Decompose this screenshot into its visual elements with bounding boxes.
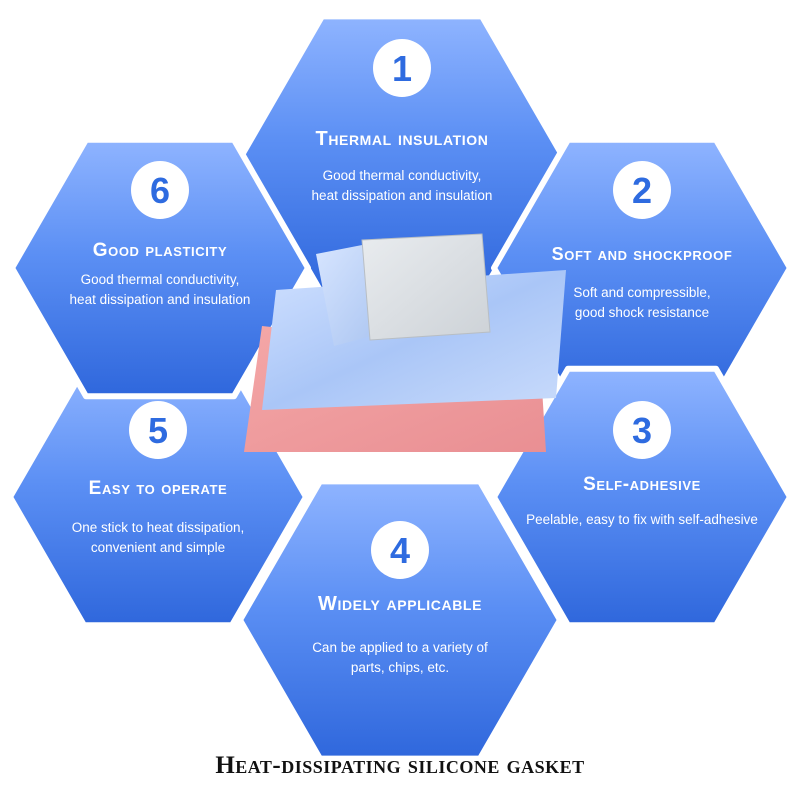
diagram-caption: Heat-dissipating silicone gasket (215, 752, 585, 779)
feature-description-line: Peelable, easy to fix with self-adhesive (526, 512, 758, 527)
feature-title: Thermal insulation (316, 128, 489, 150)
product-image (244, 233, 566, 452)
hexagon-shape (491, 365, 793, 629)
grey-sheet (361, 233, 491, 341)
feature-description-line: good shock resistance (575, 305, 709, 320)
feature-title: Widely applicable (318, 593, 482, 615)
feature-number: 4 (390, 530, 410, 571)
feature-description-line: parts, chips, etc. (351, 660, 449, 675)
number-badge (371, 521, 429, 579)
feature-title: Good plasticity (93, 240, 228, 261)
feature-description-line: Good thermal conductivity, (81, 272, 240, 287)
feature-description-line: convenient and simple (91, 540, 225, 555)
feature-number: 6 (150, 170, 170, 211)
feature-description-line: Good thermal conductivity, (323, 168, 482, 183)
feature-description-line: Soft and compressible, (573, 285, 710, 300)
number-badge (613, 401, 671, 459)
feature-description-line: heat dissipation and insulation (312, 188, 493, 203)
hexagon-shape (237, 478, 563, 762)
feature-description-line: heat dissipation and insulation (70, 292, 251, 307)
feature-description-line: Can be applied to a variety of (312, 640, 488, 655)
feature-number: 5 (148, 410, 168, 451)
feature-title: Easy to operate (89, 478, 228, 499)
feature-number: 3 (632, 410, 652, 451)
feature-title: Self-adhesive (583, 474, 701, 495)
feature-number: 2 (632, 170, 652, 211)
feature-description-line: One stick to heat dissipation, (72, 520, 245, 535)
number-badge (131, 161, 189, 219)
feature-title: Soft and shockproof (552, 244, 733, 264)
number-badge (373, 39, 431, 97)
number-badge (613, 161, 671, 219)
hexagon-shape (9, 136, 311, 400)
number-badge (129, 401, 187, 459)
feature-number: 1 (392, 48, 412, 89)
